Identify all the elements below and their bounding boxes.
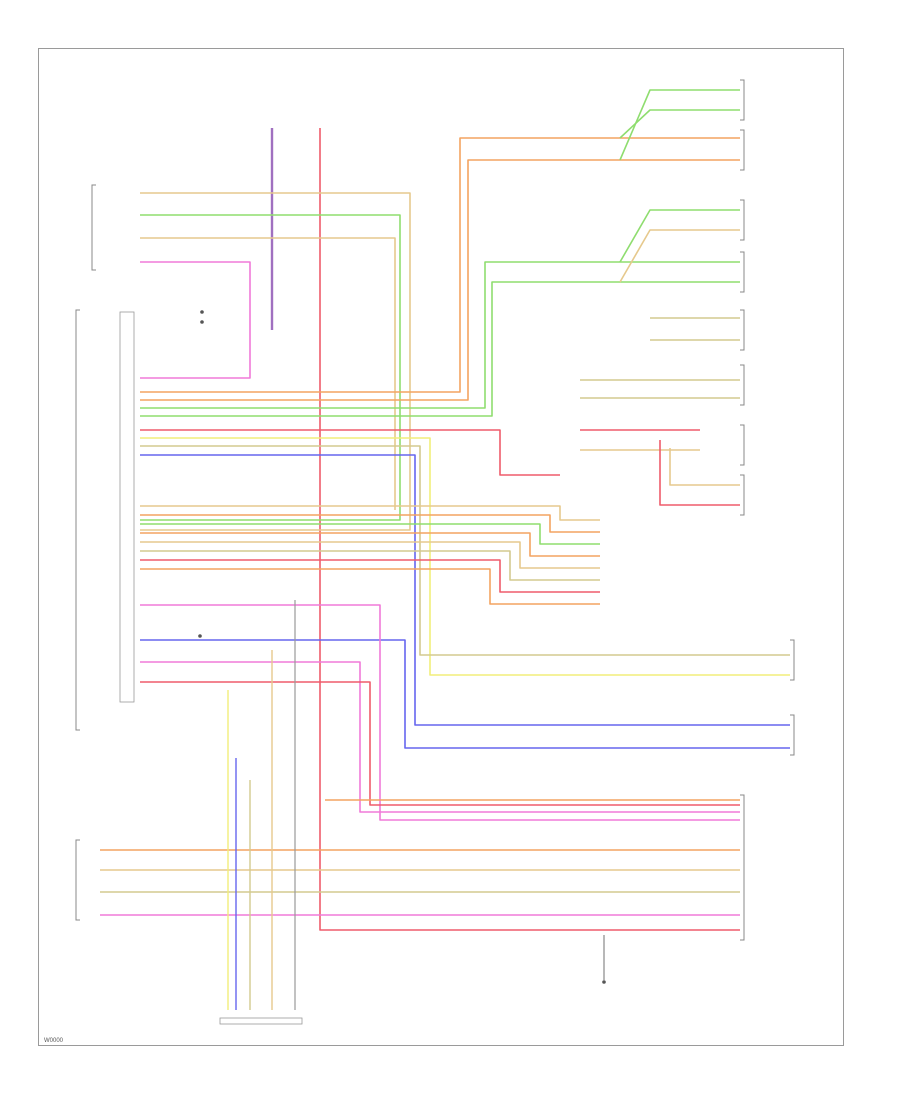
wire-amp-low-3 xyxy=(140,523,600,545)
wire-red-lr-1 xyxy=(140,429,560,476)
bottom-left-connector xyxy=(75,839,80,921)
diagram-frame xyxy=(38,48,844,1046)
splice-2 xyxy=(200,320,204,324)
splice-3 xyxy=(198,634,202,638)
wire-green-fl xyxy=(140,261,740,409)
figure-code: W0000 xyxy=(44,1038,64,1044)
amplifier-terminal-block xyxy=(119,311,135,703)
wire-amp-low-4 xyxy=(140,532,600,557)
right-rear-amp-connector xyxy=(790,714,795,756)
right-rear-woofer xyxy=(740,364,745,406)
wire-blue-2 xyxy=(140,639,790,749)
amplifier-bracket xyxy=(75,309,80,731)
front-right-speaker-top xyxy=(740,79,745,121)
wire-green-fl-2 xyxy=(140,281,740,417)
front-left-speaker-bottom xyxy=(740,251,745,293)
left-rear-woofer xyxy=(740,424,745,466)
wire-harness xyxy=(100,89,790,1010)
wire-amp-low-8 xyxy=(140,568,600,605)
wire-blue-1 xyxy=(140,454,790,726)
wire-tan-2 xyxy=(140,237,396,510)
top-left-connector xyxy=(91,184,96,271)
front-left-speaker-top xyxy=(740,199,745,241)
center-panel-connector xyxy=(219,1017,303,1025)
wire-tan-fl xyxy=(619,229,740,283)
wire-orange-fr xyxy=(140,137,740,393)
wire-tan-1 xyxy=(140,192,411,531)
wire-green-1 xyxy=(140,214,401,521)
wire-pink-2 xyxy=(140,604,740,821)
fuse-feed-wire-2 xyxy=(319,128,740,931)
wire-green-fr-1 xyxy=(619,89,740,161)
wire-red-lr-3 xyxy=(659,440,740,506)
wire-amp-low-2 xyxy=(140,514,600,533)
right-rear-tweeter xyxy=(740,309,745,351)
wire-pink-3 xyxy=(140,661,740,813)
wire-amp-low-1 xyxy=(140,505,600,521)
wire-amp-low-7 xyxy=(140,559,600,593)
front-right-speaker-bottom xyxy=(740,129,745,171)
wire-red-2 xyxy=(140,681,740,806)
connector-group xyxy=(75,79,795,1025)
wire-orange-fr-2 xyxy=(140,159,740,401)
wire-amp-low-6 xyxy=(140,550,600,581)
right-rear-connector xyxy=(740,794,745,941)
wire-pink-1 xyxy=(140,261,251,379)
wire-amp-low-5 xyxy=(140,541,600,569)
subwoofer-connector xyxy=(790,639,795,681)
wire-green-fr-2 xyxy=(619,109,740,139)
wire-yellow-sub xyxy=(140,437,790,676)
left-rear-tweeter xyxy=(740,474,745,516)
splice-1 xyxy=(200,310,204,314)
ground-point xyxy=(602,980,606,984)
wire-tan-lr-2 xyxy=(669,448,740,486)
wire-green-fl-3 xyxy=(619,209,740,263)
